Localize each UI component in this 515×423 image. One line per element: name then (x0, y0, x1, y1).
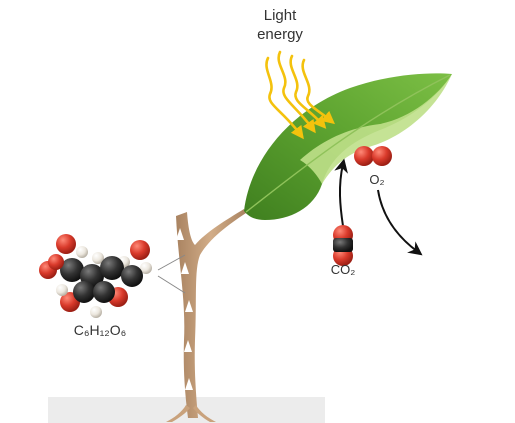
leaf (244, 73, 452, 221)
light-energy-line2: energy (257, 26, 303, 43)
carbon-dioxide-label: CO₂ (330, 262, 356, 277)
light-energy-line1: Light (263, 7, 297, 24)
glucose-callout (157, 254, 186, 294)
co2-intake-arrow (334, 158, 348, 227)
glucose-molecule (39, 234, 152, 318)
co2-molecule (333, 225, 353, 266)
stem-transport-arrows (176, 228, 193, 390)
o2-molecule (354, 146, 392, 166)
oxygen-label: O₂ (369, 172, 385, 187)
plant-stem (166, 209, 246, 422)
glucose-label: C₆H₁₂O₆ (73, 322, 127, 338)
o2-release-arrow (377, 189, 423, 256)
sunlight-rays (265, 50, 335, 140)
light-energy-label: Light energy (240, 6, 320, 44)
